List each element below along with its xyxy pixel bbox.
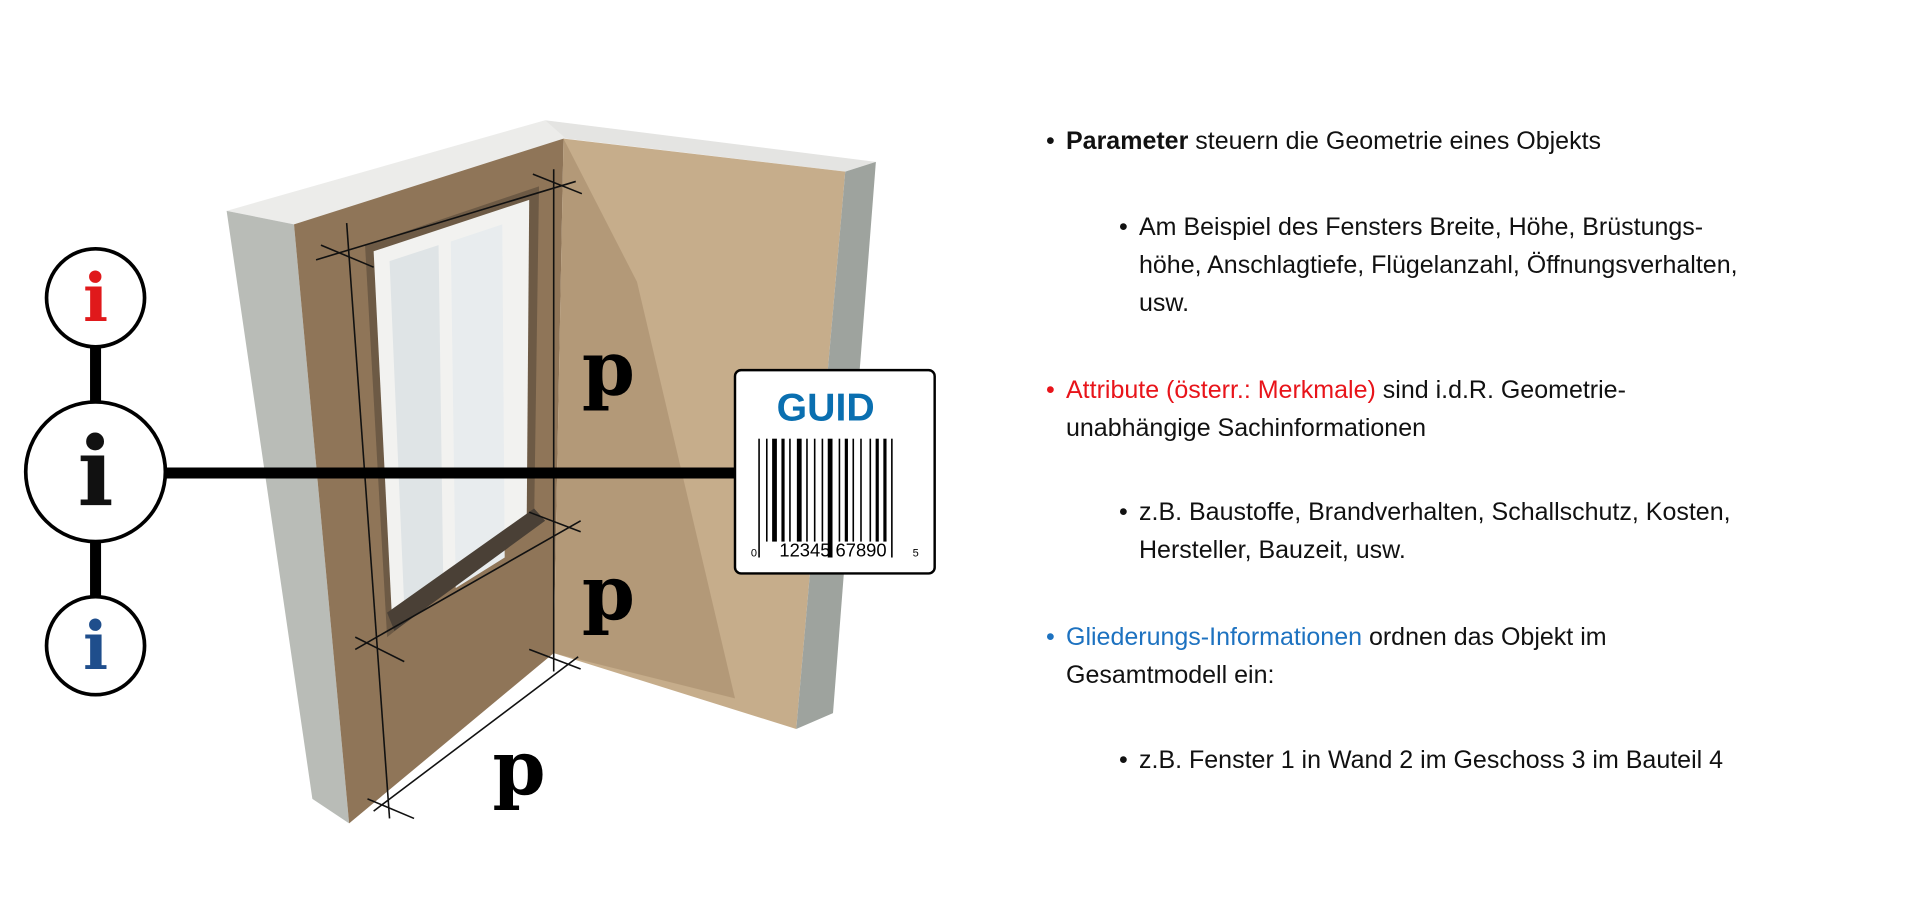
info-icon-main: i	[23, 400, 168, 544]
barcode-bar	[838, 438, 841, 542]
gliederung-text: Gesamtmodell ein:	[1066, 661, 1275, 689]
left-wall-edge	[226, 210, 350, 824]
dimension-label-width: p	[492, 723, 545, 812]
attribute-sub-line: Hersteller, Bauzeit, usw.	[1139, 536, 1406, 564]
barcode-bar	[772, 438, 777, 542]
svg-text:i: i	[83, 259, 108, 337]
barcode-bar	[891, 438, 893, 558]
gliederung-highlight: Gliederungs-Informationen	[1066, 623, 1362, 651]
parameter-bold: Parameter	[1066, 127, 1189, 155]
gliederung-text: ordnen das Objekt im	[1362, 623, 1607, 651]
window-glass	[450, 224, 505, 589]
gliederung-sub-line: z.B. Fenster 1 in Wand 2 im Geschoss 3 i…	[1139, 746, 1724, 774]
bullet-dot: •	[1046, 376, 1055, 404]
barcode-bar	[883, 438, 887, 542]
parameter-sub-line: Am Beispiel des Fensters Breite, Höhe, B…	[1139, 213, 1704, 241]
barcode-bar	[844, 438, 848, 542]
right-wall-shadow	[553, 138, 735, 699]
barcode-bar	[806, 438, 808, 542]
dimension-label-sill: p	[582, 548, 635, 637]
barcode-bar	[765, 438, 768, 542]
barcode-bar	[758, 438, 760, 558]
barcode	[758, 438, 893, 558]
svg-text:i: i	[83, 607, 108, 685]
guid-tag: GUID 0 12345 67890 5	[733, 368, 936, 575]
parameter-text: steuern die Geometrie eines Objekts	[1188, 127, 1602, 155]
left-wall-top	[226, 120, 570, 225]
barcode-bar	[813, 438, 816, 542]
bullet-parameter-sub: • Am Beispiel des Fensters Breite, Höhe, …	[1119, 208, 1738, 322]
attribute-text: unabhängige Sachinformationen	[1066, 414, 1426, 442]
barcode-bar	[875, 438, 879, 542]
info-icon-classification: i	[44, 594, 147, 697]
barcode-bar	[869, 438, 872, 542]
parameter-sub-line: höhe, Anschlagtiefe, Flügelanzahl, Öffnu…	[1139, 251, 1738, 279]
attribute-sub-line: z.B. Baustoffe, Brandverhalten, Schallsc…	[1139, 498, 1731, 526]
bullet-dot: •	[1046, 127, 1055, 155]
info-icon-attribute: i	[44, 246, 147, 349]
bullet-dot: •	[1046, 623, 1055, 651]
barcode-digits: 12345 67890	[779, 539, 886, 560]
attribute-text: sind i.d.R. Geometrie-	[1375, 376, 1626, 404]
svg-text:i: i	[77, 415, 113, 528]
bullet-dot: •	[1119, 746, 1128, 774]
barcode-bar	[860, 438, 862, 542]
barcode-bar	[789, 438, 791, 542]
barcode-left-digit: 0	[751, 547, 757, 559]
window-sill	[387, 508, 546, 632]
attribute-highlight: Attribute (österr.: Merkmale)	[1066, 376, 1376, 404]
bullet-parameter: • Parameter steuern die Geometrie eines O…	[1046, 122, 1602, 160]
guid-title: GUID	[777, 386, 875, 429]
barcode-bar	[781, 438, 785, 542]
dimension-label-height: p	[582, 324, 635, 413]
bullet-gliederung: • Gliederungs-Informationen ordnen das Ob…	[1046, 618, 1607, 694]
barcode-bar	[852, 438, 855, 542]
bullet-dot: •	[1119, 498, 1128, 526]
barcode-bar	[821, 438, 824, 542]
right-wall-top	[545, 120, 876, 172]
window-glass	[389, 245, 444, 607]
bullet-attribute-sub: • z.B. Baustoffe, Brandverhalten, Schalls…	[1119, 493, 1731, 569]
barcode-bar	[796, 438, 802, 542]
barcode-right-digit: 5	[913, 547, 919, 559]
bullet-gliederung-sub: • z.B. Fenster 1 in Wand 2 im Geschoss 3 …	[1119, 741, 1724, 779]
bullet-dot: •	[1119, 213, 1128, 241]
barcode-bar	[827, 438, 833, 558]
dimension-lines	[315, 169, 583, 820]
parameter-sub-line: usw.	[1139, 289, 1190, 317]
bullet-attribute: • Attribute (österr.: Merkmale) sind i.d.…	[1046, 371, 1626, 447]
